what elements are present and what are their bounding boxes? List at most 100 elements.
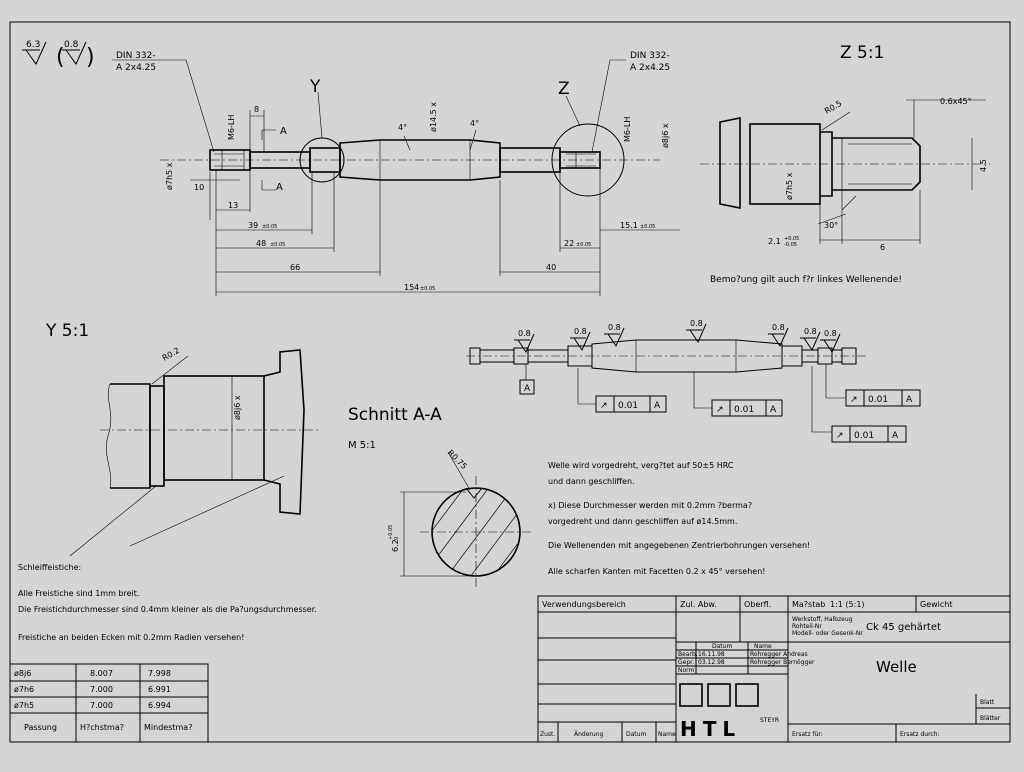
fit-row-3-max: 7.000 — [90, 701, 113, 710]
surface-finish-symbol: 6.3 ( 0.8 ) — [22, 40, 95, 70]
roughness-label-2: 0.8 — [574, 327, 587, 336]
din-left-line1: DIN 332- — [116, 51, 156, 61]
note-2: und dann geschliffen. — [548, 477, 635, 486]
school-logo: HTL STEYR — [679, 683, 779, 741]
detail-z-r05: R0.5 — [823, 99, 843, 116]
roughness-label-6: 0.8 — [804, 327, 817, 336]
logo-text: HTL — [680, 717, 741, 741]
detail-y-label: Y — [309, 77, 321, 97]
runout-2-ref: A — [770, 405, 777, 415]
runout-frame-2: ↗ 0.01 A — [693, 372, 783, 417]
dim-40: 40 — [546, 263, 556, 272]
tb-name-header: Name — [754, 643, 772, 650]
tb-werkstoff1: Werkstoff, Halbzeug — [792, 616, 853, 623]
tb-blatt: Blatt — [980, 699, 995, 706]
din-left-line2: A 2x4.25 — [116, 63, 156, 73]
note-1: Welle wird vorgedreht, verg?tet auf 50±5… — [548, 461, 734, 470]
section-a-a-view: Schnitt A-A M 5:1 R0.75 6.2 +0.05 0 — [348, 405, 532, 588]
dim-48: 48 — [256, 239, 266, 248]
tb-bearb-date: 16.11.98 — [698, 651, 725, 658]
school-text: STEYR — [760, 717, 779, 724]
runout-4-value: 0.01 — [854, 431, 874, 441]
runout-1-value: 0.01 — [618, 401, 638, 411]
roughness-bracket-label: 0.8 — [64, 40, 79, 50]
dim-22-tol: ±0.05 — [576, 242, 591, 248]
runout-frame-3: ↗ 0.01 A — [825, 364, 921, 407]
tb-aenderung: Änderung — [574, 731, 603, 738]
tb-verwendung: Verwendungsbereich — [542, 600, 626, 609]
detail-circle-z — [551, 123, 625, 197]
section-a-top: A — [280, 126, 287, 137]
title-block: Verwendungsbereich Zul. Abw. Oberfl. Ma?… — [537, 595, 1011, 743]
runout-3-symbol: ↗ — [850, 395, 858, 405]
runout-1-ref: A — [654, 401, 661, 411]
fit-header-fit: Passung — [24, 723, 57, 732]
section-scale: M 5:1 — [348, 440, 376, 451]
din-right-line1: DIN 332- — [630, 51, 670, 61]
tb-ersatz-durch: Ersatz durch: — [900, 731, 940, 738]
dia-14-5-label: ø14.5 x — [429, 102, 438, 132]
tb-bearb: Bearb. — [678, 651, 698, 658]
tb-ersatz-fuer: Ersatz für: — [792, 731, 823, 738]
detail-z-d21-tol1: +0.05 — [784, 236, 799, 242]
drawing-frame — [9, 21, 1011, 743]
runout-4-symbol: ↗ — [836, 431, 844, 441]
fit-row-2-min: 6.991 — [148, 685, 171, 694]
fit-row-1-max: 8.007 — [90, 669, 113, 678]
fit-row-2-max: 7.000 — [90, 685, 113, 694]
tb-gepr-name: Rohregger Bernögger — [750, 659, 815, 666]
runout-frame-1: ↗ 0.01 A — [577, 368, 667, 413]
roughness-label-1: 0.8 — [518, 329, 531, 338]
detail-z-note: Bemo?ung gilt auch f?r linkes Wellenende… — [710, 275, 902, 285]
schleif-line-1: Alle Freistiche sind 1mm breit. — [18, 589, 139, 598]
section-d62: 6.2 — [391, 539, 400, 552]
dim-8: 8 — [254, 105, 259, 114]
dim-15-1-tol: ±0.05 — [640, 224, 655, 230]
tb-werkstoff3: Modell- oder Gesenk-Nr — [792, 630, 863, 637]
fit-header-min: Mindestma? — [144, 723, 192, 732]
tb-massstab-label: Ma?stab — [792, 600, 825, 609]
roughness-top-label: 6.3 — [26, 40, 40, 50]
detail-z-d21: 2.1 — [768, 237, 781, 246]
runout-frame-4: ↗ 0.01 A — [811, 366, 907, 443]
detail-y-r02: R0.2 — [161, 346, 181, 363]
detail-z-chamfer: 0.6x45° — [940, 97, 972, 106]
detail-z-d21-tol2: -0.05 — [784, 242, 797, 248]
tb-norm: Norm — [678, 667, 695, 674]
roughness-label-5: 0.8 — [772, 323, 785, 332]
detail-y-title: Y 5:1 — [45, 321, 89, 341]
datum-label: A — [524, 384, 531, 394]
shaft-main-view: Y Z DIN 332- A 2x4.25 DIN 332- A 2x4.25 … — [112, 51, 680, 296]
detail-z-d6: 6 — [880, 243, 885, 252]
dim-48-tol: ±0.05 — [270, 242, 285, 248]
tb-gepr-date: 03.12.98 — [698, 659, 725, 666]
dim-15-1: 15.1 — [620, 221, 638, 230]
fits-table: ø8j6 8.007 7.998 ø7h6 7.000 6.991 ø7h5 7… — [9, 663, 209, 743]
bracket-close: ) — [86, 45, 95, 70]
dim-22: 22 — [564, 239, 574, 248]
section-a-bottom: A — [276, 182, 283, 193]
tb-zulabw: Zul. Abw. — [680, 600, 717, 609]
detail-y-d8j6: ø8j6 x — [233, 395, 242, 420]
dim-39-tol: ±0.05 — [262, 224, 277, 230]
section-d62-tol2: 0 — [394, 537, 400, 540]
dim-66: 66 — [290, 263, 300, 272]
runout-2-value: 0.01 — [734, 405, 754, 415]
din-right-line2: A 2x4.25 — [630, 63, 670, 73]
tb-datum2: Datum — [626, 731, 646, 738]
dia-7h5-label: ø7h5 x — [165, 162, 174, 190]
schleif-title: Schleiffeistiche: — [18, 563, 81, 572]
detail-z-angle30: 30° — [824, 221, 838, 230]
tb-datum-header: Datum — [712, 643, 732, 650]
tb-gewicht: Gewicht — [920, 600, 953, 609]
dim-13: 13 — [228, 201, 238, 210]
fit-header-max: H?chstma? — [80, 723, 124, 732]
schleif-line-2: Die Freistichdurchmesser sind 0.4mm klei… — [18, 605, 317, 614]
tb-material: Ck 45 gehärtet — [866, 622, 941, 633]
runout-3-value: 0.01 — [868, 395, 888, 405]
fit-row-2-name: ø7h6 — [14, 685, 34, 694]
dim-154-tol: ±0.05 — [420, 286, 435, 292]
tb-massstab: 1:1 (5:1) — [830, 600, 865, 609]
